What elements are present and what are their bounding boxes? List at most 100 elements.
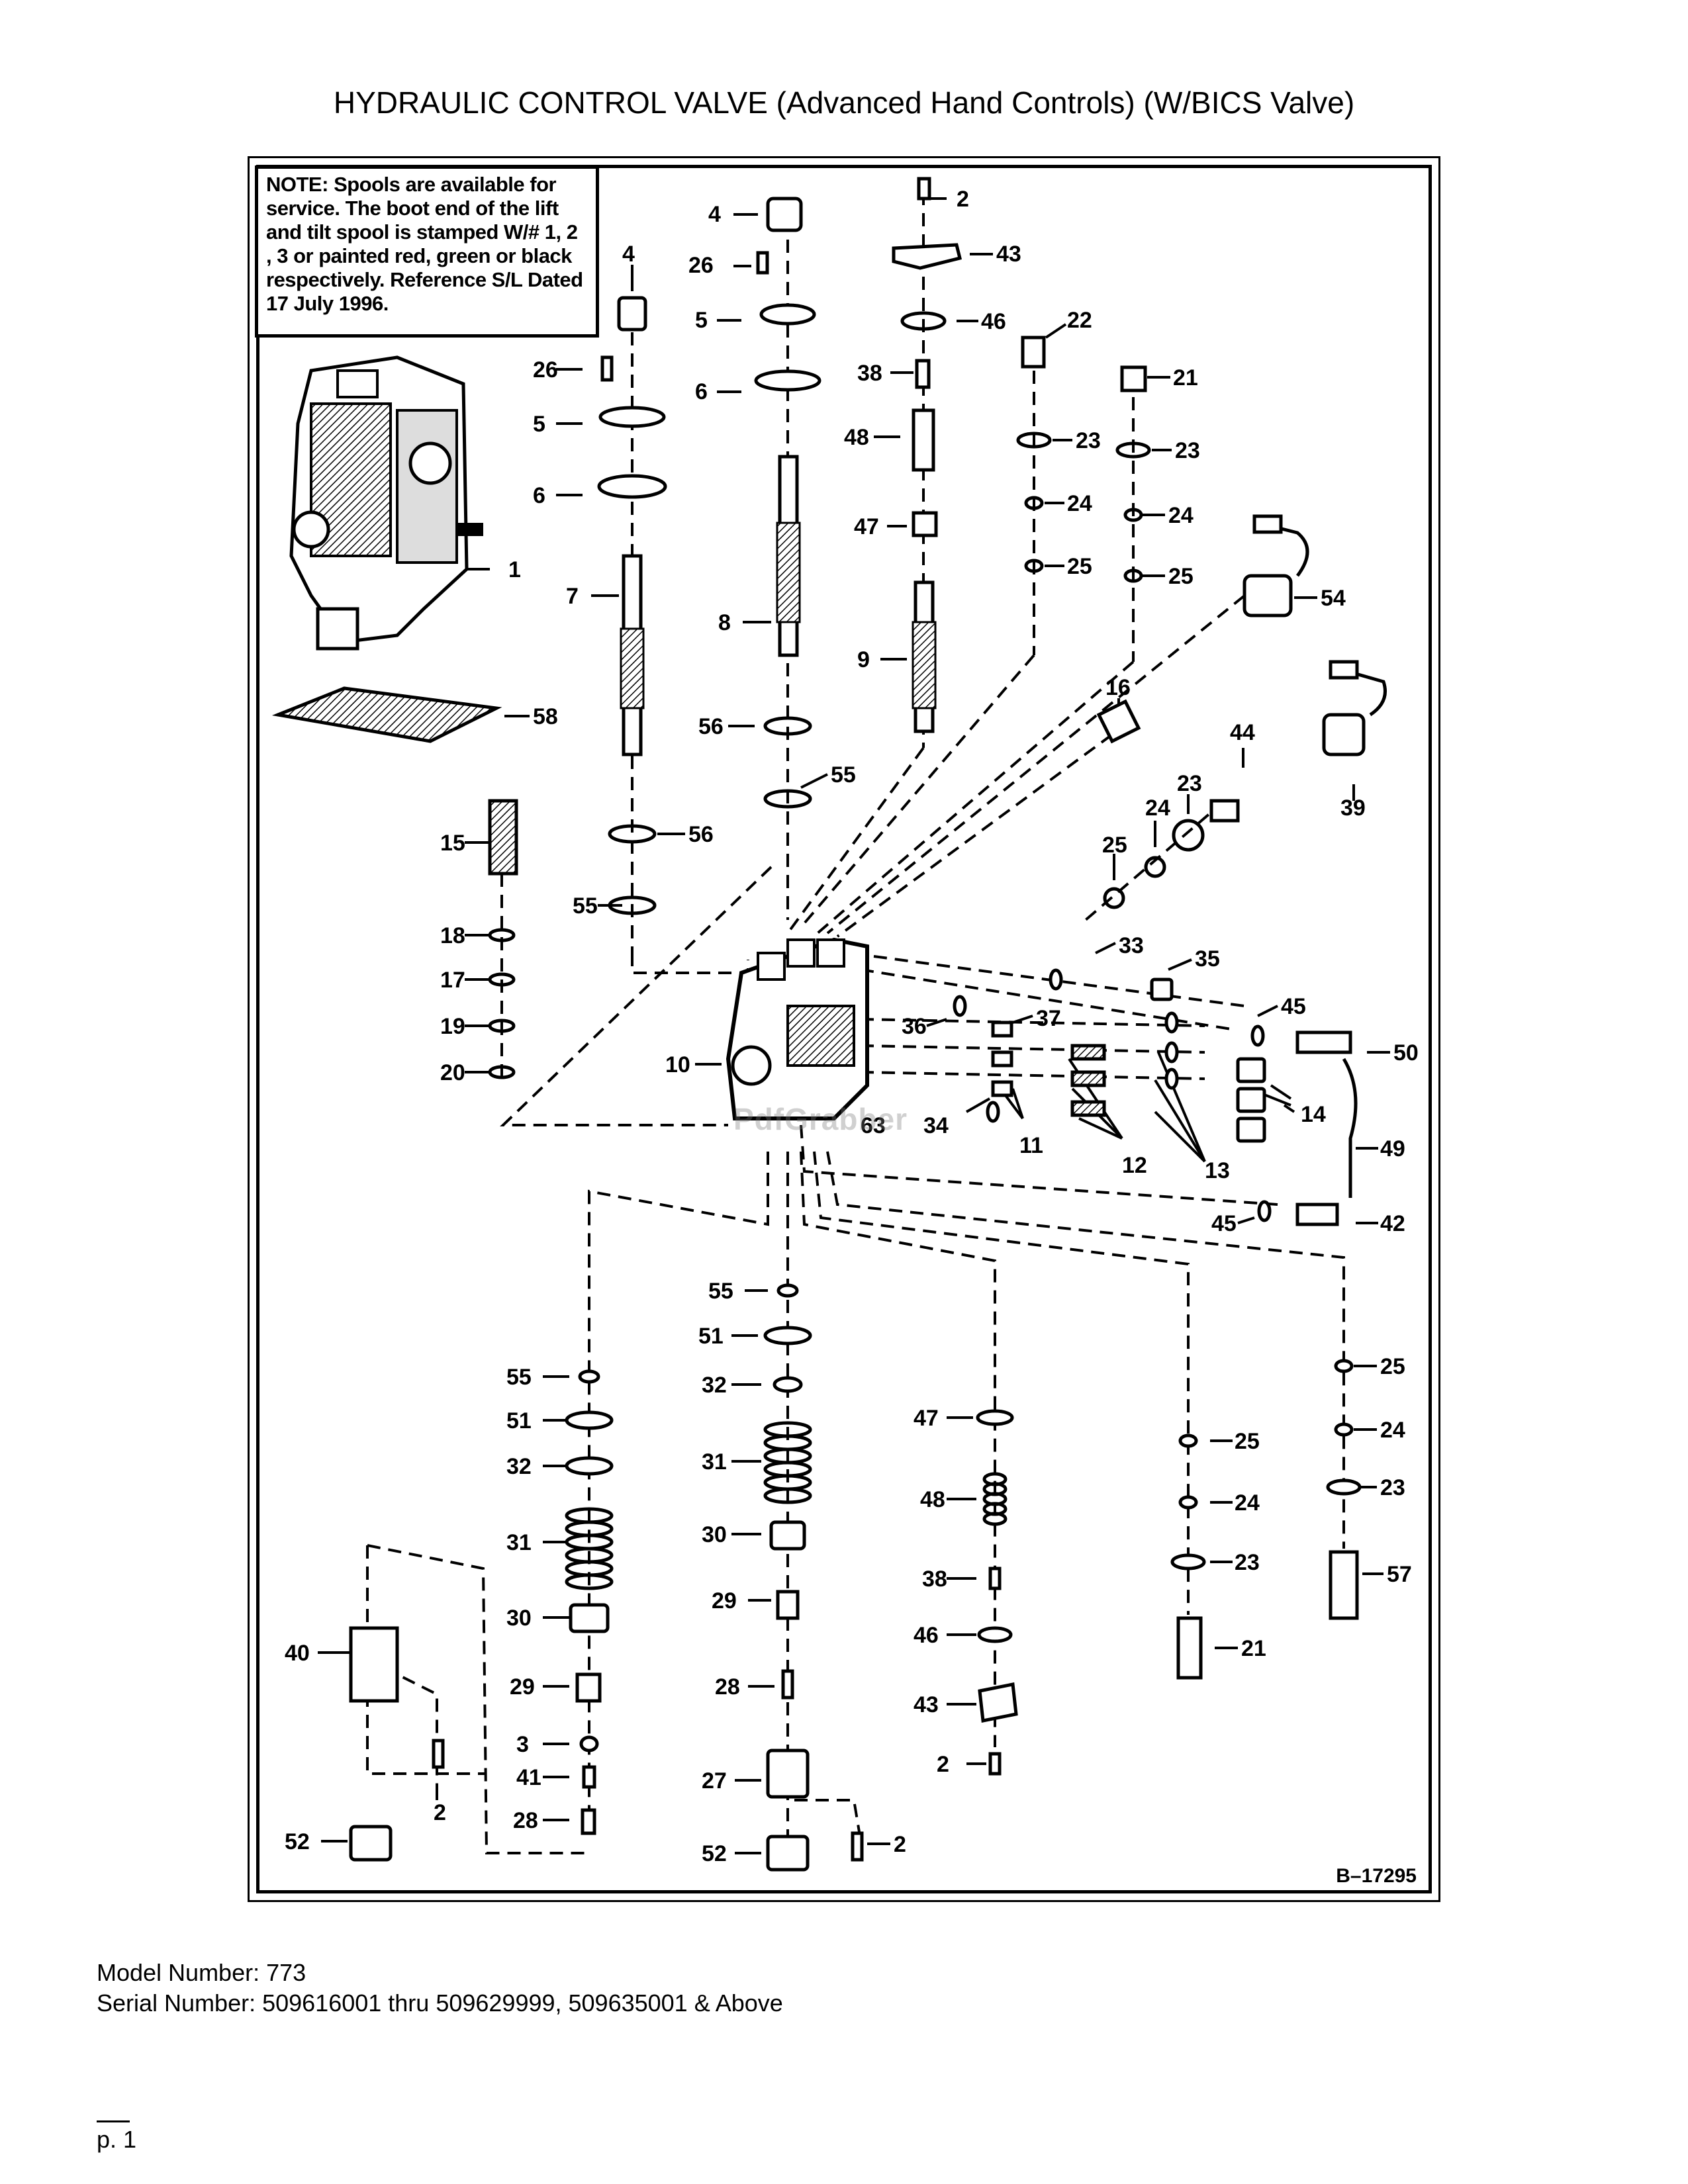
callout-label-23: 23	[1175, 438, 1200, 463]
callout-label-2: 2	[957, 187, 969, 212]
callout-label-12: 12	[1122, 1153, 1147, 1178]
diagram-frame-inner	[256, 165, 1432, 1893]
callout-label-21: 21	[1241, 1636, 1266, 1661]
callout-label-32: 32	[702, 1373, 727, 1398]
note-text: Spools are available for service. The bo…	[266, 173, 583, 315]
valve-body-part-10	[726, 937, 869, 1120]
callout-label-54: 54	[1321, 586, 1346, 611]
callout-label-26: 26	[688, 253, 714, 278]
callout-label-38: 38	[922, 1567, 947, 1592]
callout-label-32: 32	[506, 1454, 532, 1479]
callout-label-28: 28	[715, 1674, 740, 1700]
leader-lines	[318, 197, 1390, 1854]
callout-label-51: 51	[506, 1408, 532, 1433]
page-title: HYDRAULIC CONTROL VALVE (Advanced Hand C…	[333, 85, 1355, 120]
callout-label-50: 50	[1393, 1040, 1419, 1066]
callout-label-15: 15	[440, 831, 465, 856]
callout-label-4: 4	[622, 242, 635, 267]
callout-label-27: 27	[702, 1768, 727, 1794]
callout-label-7: 7	[566, 584, 579, 609]
callout-label-11: 11	[1019, 1133, 1043, 1158]
orings-small	[488, 311, 1205, 1079]
serial-number: Serial Number: 509616001 thru 509629999,…	[97, 1989, 783, 2017]
callout-label-38: 38	[857, 361, 882, 386]
note-label: NOTE:	[266, 173, 328, 196]
callout-label-28: 28	[513, 1808, 538, 1833]
bottom-left-stack	[349, 1369, 614, 1862]
callout-label-56: 56	[688, 822, 714, 847]
callout-label-25: 25	[1168, 564, 1194, 589]
spool-part-8	[776, 455, 801, 657]
callout-label-52: 52	[702, 1841, 727, 1866]
cap-parts	[597, 177, 1147, 537]
callout-label-42: 42	[1380, 1211, 1405, 1236]
callout-label-55: 55	[831, 762, 856, 788]
callout-label-23: 23	[1235, 1550, 1260, 1575]
callout-label-55: 55	[708, 1279, 733, 1304]
callout-label-1: 1	[508, 557, 521, 582]
page-divider	[97, 2120, 130, 2122]
callout-label-10: 10	[665, 1052, 690, 1077]
callout-label-25: 25	[1102, 833, 1127, 858]
callout-label-6: 6	[533, 483, 545, 508]
callout-label-6: 6	[695, 379, 708, 404]
callout-label-31: 31	[506, 1530, 532, 1555]
callout-label-29: 29	[510, 1674, 535, 1700]
callout-label-23: 23	[1177, 771, 1202, 796]
callout-label-45: 45	[1281, 994, 1306, 1019]
page-number: p. 1	[97, 2126, 137, 2153]
callout-label-45: 45	[1211, 1211, 1237, 1236]
callout-label-40: 40	[285, 1641, 310, 1666]
callout-label-48: 48	[920, 1487, 945, 1512]
callout-label-47: 47	[914, 1406, 939, 1431]
callout-label-5: 5	[533, 412, 545, 437]
callout-label-51: 51	[698, 1324, 724, 1349]
callout-label-2: 2	[434, 1800, 446, 1825]
callout-label-3: 3	[516, 1732, 529, 1757]
callout-label-30: 30	[702, 1522, 727, 1547]
callout-label-24: 24	[1235, 1490, 1260, 1516]
callout-label-36: 36	[902, 1014, 927, 1039]
callout-label-2: 2	[937, 1752, 949, 1777]
callout-label-63: 63	[861, 1113, 886, 1138]
drawing-id: B–17295	[1336, 1865, 1417, 1887]
callout-label-31: 31	[702, 1449, 727, 1475]
callout-label-41: 41	[516, 1765, 541, 1790]
callout-label-34: 34	[923, 1113, 949, 1138]
callout-label-47: 47	[854, 514, 879, 539]
callout-label-24: 24	[1067, 491, 1092, 516]
callout-label-52: 52	[285, 1829, 310, 1854]
callout-label-24: 24	[1145, 796, 1170, 821]
callout-label-43: 43	[996, 242, 1021, 267]
valve-assembly-part-1	[289, 355, 483, 651]
callout-label-24: 24	[1380, 1418, 1405, 1443]
callout-label-2: 2	[894, 1832, 906, 1857]
callout-label-48: 48	[844, 425, 869, 450]
callout-label-49: 49	[1380, 1136, 1405, 1161]
callout-label-30: 30	[506, 1606, 532, 1631]
gasket-part-58	[271, 686, 502, 743]
callout-label-33: 33	[1119, 933, 1144, 958]
watermark: PdfGrabber	[733, 1102, 908, 1136]
callout-label-13: 13	[1205, 1158, 1230, 1183]
callout-label-5: 5	[695, 308, 708, 333]
bottom-middle-stack	[763, 1283, 864, 1872]
callout-label-20: 20	[440, 1060, 465, 1085]
callout-label-14: 14	[1301, 1102, 1326, 1127]
callout-label-25: 25	[1235, 1429, 1260, 1454]
callout-label-55: 55	[506, 1365, 532, 1390]
callout-label-29: 29	[712, 1588, 737, 1614]
callout-label-56: 56	[698, 714, 724, 739]
callout-label-57: 57	[1387, 1562, 1412, 1587]
callout-label-16: 16	[1105, 675, 1131, 700]
callout-label-23: 23	[1380, 1475, 1405, 1500]
callout-label-22: 22	[1067, 308, 1092, 333]
callout-label-24: 24	[1168, 503, 1194, 528]
callout-label-21: 21	[1173, 365, 1198, 390]
callout-label-19: 19	[440, 1014, 465, 1039]
callout-label-46: 46	[981, 309, 1006, 334]
callout-label-43: 43	[914, 1692, 939, 1717]
diagram-frame	[248, 156, 1440, 1902]
